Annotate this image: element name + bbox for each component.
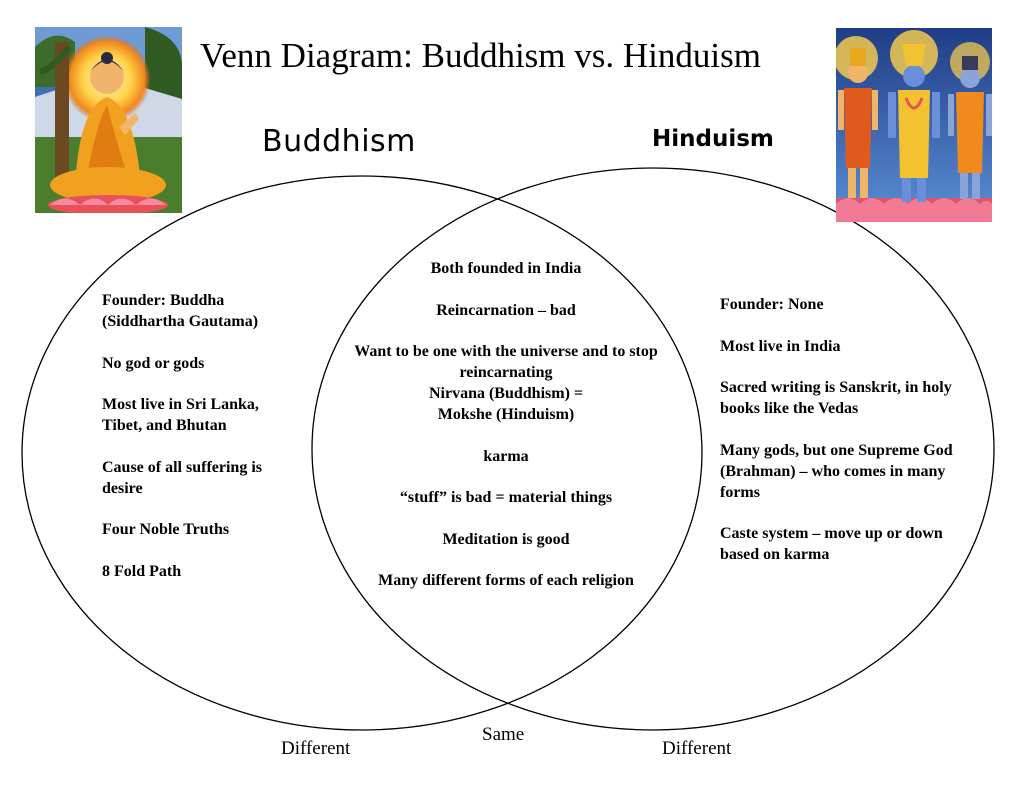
different-label-right: Different — [662, 738, 732, 759]
list-item: Meditation is good — [442, 530, 570, 548]
list-item: 8 Fold Path — [102, 562, 182, 580]
hinduism-label: Hinduism — [652, 126, 774, 152]
list-item: No god or gods — [102, 354, 205, 372]
buddhism-circle — [21, 175, 703, 731]
same-label: Same — [482, 724, 525, 745]
diagram-title: Venn Diagram: Buddhism vs. Hinduism — [200, 36, 761, 75]
list-item: Founder: Buddha (Siddhartha Gautama) — [102, 292, 259, 330]
buddhism-label: Buddhism — [262, 124, 416, 159]
list-item: Sacred writing is Sanskrit, in holy book… — [720, 379, 952, 417]
hinduism-circle — [311, 167, 995, 731]
shared-list: Both founded in India Reincarnation – ba… — [340, 258, 672, 612]
list-item: Reincarnation – bad — [436, 301, 576, 319]
list-item: Want to be one with the universe and to … — [354, 343, 658, 423]
list-item: Most live in Sri Lanka, Tibet, and Bhuta… — [102, 396, 259, 434]
buddhism-only-list: Founder: Buddha (Siddhartha Gautama) No … — [102, 290, 302, 602]
list-item: karma — [483, 447, 529, 465]
list-item: Both founded in India — [430, 260, 582, 277]
hinduism-only-list: Founder: None Most live in India Sacred … — [720, 294, 982, 586]
list-item: Caste system – move up or down based on … — [720, 525, 943, 563]
list-item: “stuff” is bad = material things — [399, 489, 613, 506]
hindu-deities-image — [836, 28, 992, 222]
list-item: Founder: None — [720, 296, 824, 313]
different-label-left: Different — [281, 738, 351, 759]
list-item: Four Noble Truths — [102, 521, 230, 538]
list-item: Many gods, but one Supreme God (Brahman)… — [720, 441, 953, 501]
list-item: Many different forms of each religion — [378, 572, 634, 589]
list-item: Cause of all suffering is desire — [102, 458, 262, 497]
list-item: Most live in India — [720, 337, 841, 355]
buddha-image — [35, 27, 182, 213]
